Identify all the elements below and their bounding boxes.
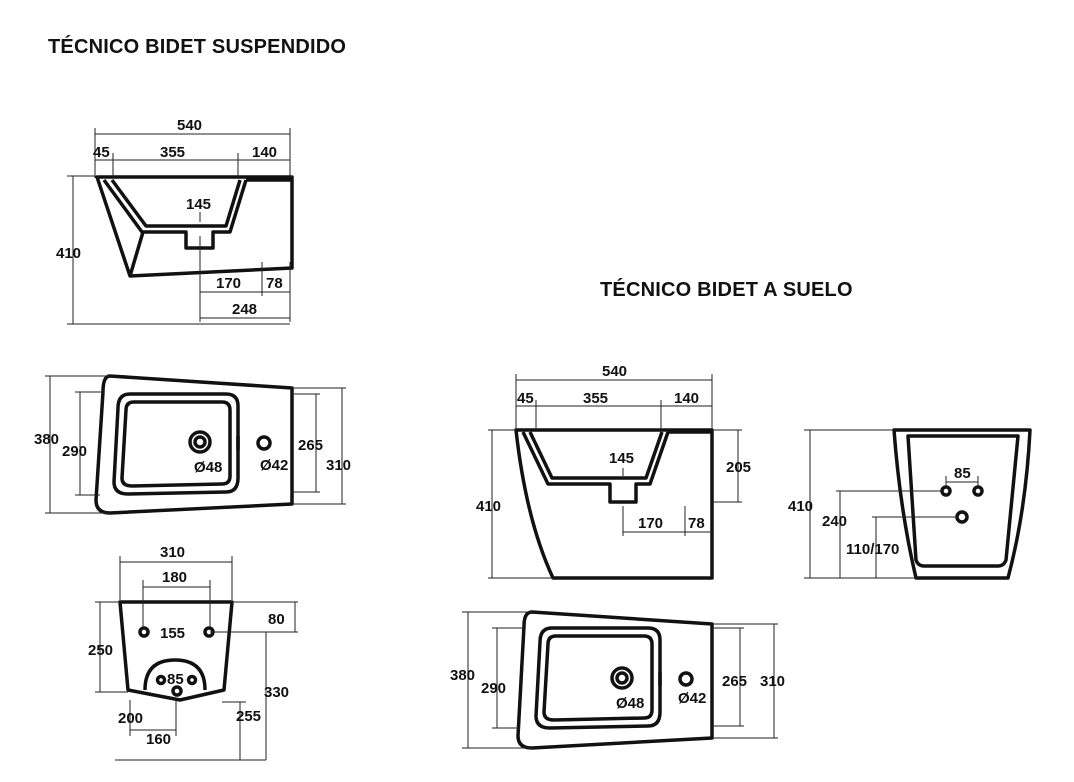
susp-side-dim-45: 45 [93, 144, 110, 161]
suelo-side-dim-540: 540 [602, 363, 627, 380]
susp-top-dim-265: 265 [298, 437, 323, 454]
susp-side-dim-410: 410 [56, 245, 81, 262]
susp-top-bowl [112, 392, 240, 496]
susp-side-bowl [102, 178, 248, 250]
suelo-top-dim-o48: Ø48 [616, 695, 644, 712]
suelo-rear-dim-240: 240 [822, 513, 847, 530]
susp-top-dim-o48: Ø48 [194, 459, 222, 476]
susp-side-inner [110, 178, 242, 228]
susp-rear-dim-250: 250 [88, 642, 113, 659]
suelo-rear-view: 85 410 240 110/170 [788, 428, 1032, 580]
suspendido-top-view: 380 290 265 310 Ø48 Ø42 [34, 374, 351, 515]
susp-rear-dim-255: 255 [236, 708, 261, 725]
susp-side-dim-355: 355 [160, 144, 185, 161]
susp-rear-dim-85: 85 [167, 671, 184, 688]
susp-side-dim-170: 170 [216, 275, 241, 292]
susp-rear-outline [118, 600, 234, 702]
suelo-top-dim-o42: Ø42 [678, 690, 706, 707]
susp-rear-dim-200: 200 [118, 710, 143, 727]
susp-rear-arch [143, 658, 207, 691]
susp-top-dim-290: 290 [62, 443, 87, 460]
suelo-side-dim-170: 170 [638, 515, 663, 532]
susp-rear-dim-330: 330 [264, 684, 289, 701]
susp-side-dim-140: 140 [252, 144, 277, 161]
title-bidet-a-suelo: TÉCNICO BIDET A SUELO [600, 279, 853, 301]
suelo-side-dim-145: 145 [609, 450, 634, 467]
susp-rear-dim-180: 180 [162, 569, 187, 586]
title-bidet-suspendido: TÉCNICO BIDET SUSPENDIDO [48, 36, 347, 58]
suspendido-side-view: 540 45 355 140 145 410 170 78 248 [56, 117, 294, 325]
suelo-top-dim-310: 310 [760, 673, 785, 690]
suelo-side-dim-45: 45 [517, 390, 534, 407]
susp-side-dim-145: 145 [186, 196, 211, 213]
susp-top-drain-hole [188, 430, 212, 454]
suelo-side-dim-140: 140 [674, 390, 699, 407]
suelo-rear-dim-110-170: 110/170 [846, 541, 899, 558]
suelo-side-dim-355: 355 [583, 390, 608, 407]
susp-side-dim-248: 248 [232, 301, 257, 318]
susp-top-dim-380: 380 [34, 431, 59, 448]
susp-rear-dim-80: 80 [268, 611, 285, 628]
susp-side-dim-540: 540 [177, 117, 202, 134]
suelo-top-dim-290: 290 [481, 680, 506, 697]
susp-rear-dim-310: 310 [160, 544, 185, 561]
susp-side-outline [95, 175, 294, 278]
suelo-rear-dim-85: 85 [954, 465, 971, 482]
suelo-rear-dim-410: 410 [788, 498, 813, 515]
susp-side-dim-78: 78 [266, 275, 283, 292]
suspendido-rear-view: 310 180 155 80 250 85 330 200 255 160 [88, 544, 298, 761]
suelo-side-dim-78: 78 [688, 515, 705, 532]
suelo-side-dim-410: 410 [476, 498, 501, 515]
suelo-top-dim-380: 380 [450, 667, 475, 684]
susp-rear-dim-155: 155 [160, 625, 185, 642]
suelo-top-dim-265: 265 [722, 673, 747, 690]
suelo-top-view: 380 290 265 310 Ø48 Ø42 [450, 610, 785, 750]
susp-rear-dim-160: 160 [146, 731, 171, 748]
suelo-side-dim-205: 205 [726, 459, 751, 476]
susp-top-dim-o42: Ø42 [260, 457, 288, 474]
suelo-side-view: 540 45 355 140 145 205 410 170 78 [476, 363, 751, 580]
susp-top-dim-310: 310 [326, 457, 351, 474]
suelo-rear-outline [892, 428, 1032, 580]
susp-top-tap-hole [256, 435, 272, 451]
